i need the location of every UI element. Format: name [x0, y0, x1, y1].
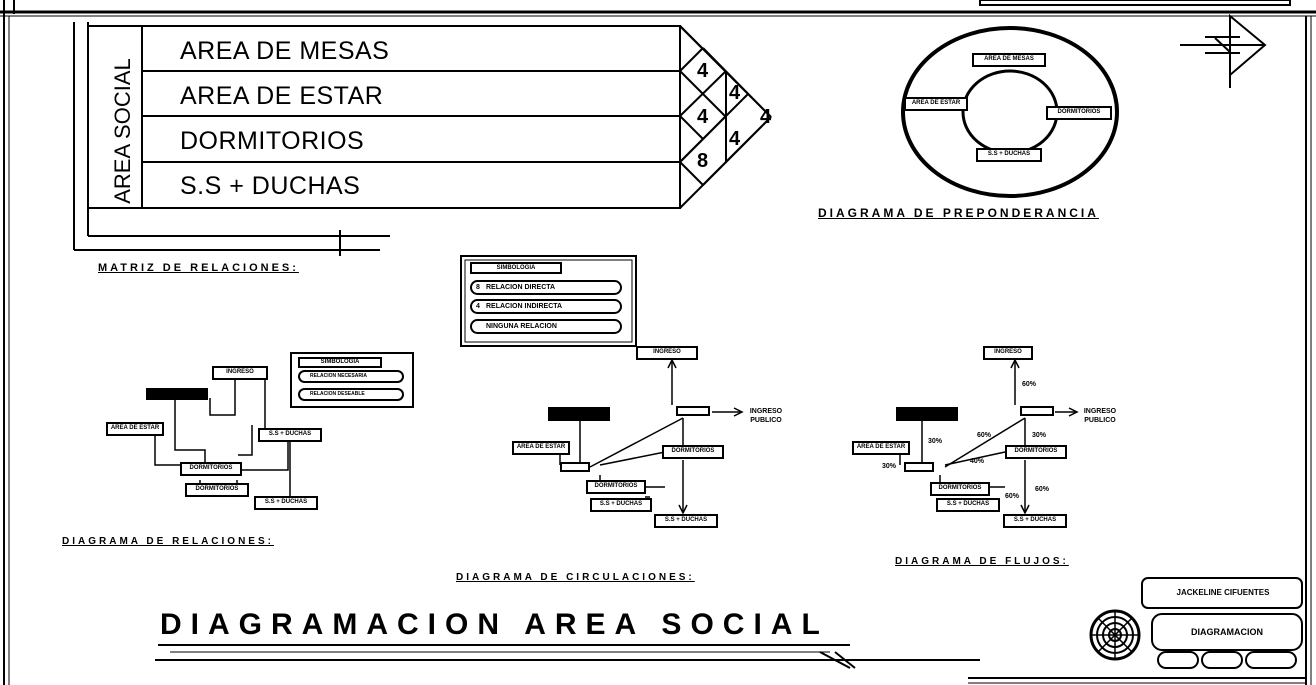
matrix-caption: MATRIZ DE RELACIONES: — [98, 262, 299, 274]
flow-percentage: 60% — [1005, 493, 1020, 500]
legend-symbol: 4 — [476, 303, 480, 310]
flow-entry-label: INGRESO PUBLICO — [1083, 408, 1117, 424]
logo-seal-icon — [1089, 609, 1141, 661]
relations-node: S.S + DUCHAS — [254, 496, 318, 510]
legend-title: SIMBOLOGIA — [470, 262, 562, 274]
circulation-node: AREA DE MESAS — [548, 407, 610, 421]
legend-item: 8 RELACION DIRECTA — [470, 280, 622, 295]
title-block-author: JACKELINE CIFUENTES — [1176, 588, 1270, 597]
legend-label: NINGUNA RELACION — [486, 323, 557, 330]
circulation-node: AREA DE ESTAR — [512, 441, 570, 455]
legend-label: RELACION DIRECTA — [486, 284, 556, 291]
circulation-entry-marker — [676, 406, 710, 416]
flow-percentage: 60% — [1022, 381, 1037, 388]
title-block-sheet: DIAGRAMACION — [1191, 627, 1263, 637]
circulation-hub-marker — [560, 462, 590, 472]
flow-connectors — [899, 358, 1079, 515]
preponderance-caption: DIAGRAMA DE PREPONDERANCIA — [818, 206, 1099, 220]
relations-node: S.S + DUCHAS — [258, 428, 322, 442]
relations-node: DORMITORIOS — [185, 483, 249, 497]
matrix-value: 4 — [760, 106, 772, 128]
relationship-matrix — [73, 22, 772, 256]
relations-node: AREA DE ESTAR — [106, 422, 164, 436]
matrix-row-label: AREA DE MESAS — [180, 37, 390, 65]
circulation-node: S.S + DUCHAS — [590, 498, 652, 512]
flow-node: AREA DE MESAS — [896, 407, 958, 421]
flow-node: DORMITORIOS — [1005, 445, 1067, 459]
flow-percentage: 30% — [928, 438, 943, 445]
circulation-connectors — [559, 358, 744, 515]
matrix-value: 4 — [697, 60, 709, 82]
circulation-caption: DIAGRAMA DE CIRCULACIONES: — [456, 572, 695, 583]
matrix-value: 4 — [729, 128, 741, 150]
legend-label: RELACION INDIRECTA — [486, 303, 563, 310]
matrix-group-label: AREA SOCIAL — [110, 58, 135, 204]
title-block — [1141, 577, 1303, 669]
north-arrow-icon — [1180, 13, 1267, 88]
legend-item: 4 RELACION INDIRECTA — [470, 299, 622, 314]
matrix-row-label: S.S + DUCHAS — [180, 172, 361, 200]
circulation-node: INGRESO — [636, 346, 698, 360]
flow-node: INGRESO — [983, 346, 1033, 360]
preponderance-node: S.S + DUCHAS — [976, 148, 1042, 162]
preponderance-node: AREA DE MESAS — [972, 53, 1046, 67]
matrix-value: 4 — [729, 82, 741, 104]
flow-node: DORMITORIOS — [930, 482, 990, 496]
flow-node: AREA DE ESTAR — [852, 441, 910, 455]
legend-small-frame — [290, 352, 414, 408]
matrix-value: 8 — [697, 150, 709, 172]
relations-node: DORMITORIOS — [180, 462, 242, 476]
main-title: DIAGRAMACION AREA SOCIAL — [160, 608, 829, 641]
preponderance-node: DORMITORIOS — [1046, 106, 1112, 120]
legend-small-item: RELACION DESEABLE — [298, 388, 404, 401]
legend-small-item: RELACION NECESARIA — [298, 370, 404, 383]
flow-percentage: 30% — [882, 463, 897, 470]
flow-percentage: 60% — [977, 432, 992, 439]
matrix-row-label: DORMITORIOS — [180, 127, 365, 155]
matrix-row-label: AREA DE ESTAR — [180, 82, 384, 110]
flow-entry-marker — [1020, 406, 1054, 416]
relations-caption: DIAGRAMA DE RELACIONES: — [62, 536, 274, 547]
circulation-entry-label: INGRESO PUBLICO — [749, 408, 783, 424]
flow-percentage: 40% — [970, 458, 985, 465]
flow-hub-marker — [904, 462, 934, 472]
legend-item: NINGUNA RELACION — [470, 319, 622, 334]
legend-symbol: 8 — [476, 284, 480, 291]
flow-percentage: 60% — [1035, 486, 1050, 493]
title-underline — [155, 644, 980, 669]
relations-node: INGRESO — [212, 366, 268, 380]
flow-node: S.S + DUCHAS — [936, 498, 1000, 512]
preponderance-node: AREA DE ESTAR — [904, 97, 968, 111]
legend-frame — [460, 255, 637, 347]
relations-node: AREA DE MESAS — [146, 388, 208, 400]
flow-node: S.S + DUCHAS — [1003, 514, 1067, 528]
circulation-node: DORMITORIOS — [586, 480, 646, 494]
matrix-value: 4 — [697, 106, 709, 128]
circulation-node: S.S + DUCHAS — [654, 514, 718, 528]
circulation-node: DORMITORIOS — [662, 445, 724, 459]
flow-percentage: 30% — [1032, 432, 1047, 439]
flow-caption: DIAGRAMA DE FLUJOS: — [895, 556, 1069, 567]
legend-small-title: SIMBOLOGIA — [298, 357, 382, 368]
